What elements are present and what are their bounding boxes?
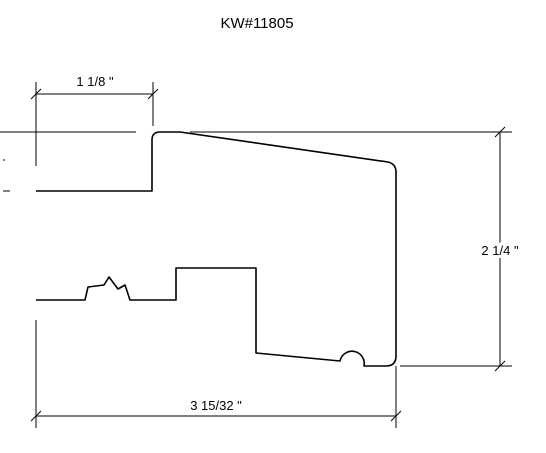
overall-width-label: 3 15/32 " — [190, 398, 242, 413]
top-width-tick-left — [30, 88, 42, 100]
top-width-label: 1 1/8 " — [76, 74, 114, 89]
top-width-tick-right — [147, 88, 159, 100]
height-label: 2 1/4 " — [481, 243, 519, 258]
drawing-title: KW#11805 — [220, 15, 293, 32]
height-tick-bottom — [494, 360, 506, 372]
height-tick-top — [494, 126, 506, 138]
overall-width-tick-left — [30, 410, 42, 422]
overall-width-tick-right — [390, 410, 402, 422]
profile-outline — [36, 131, 397, 367]
